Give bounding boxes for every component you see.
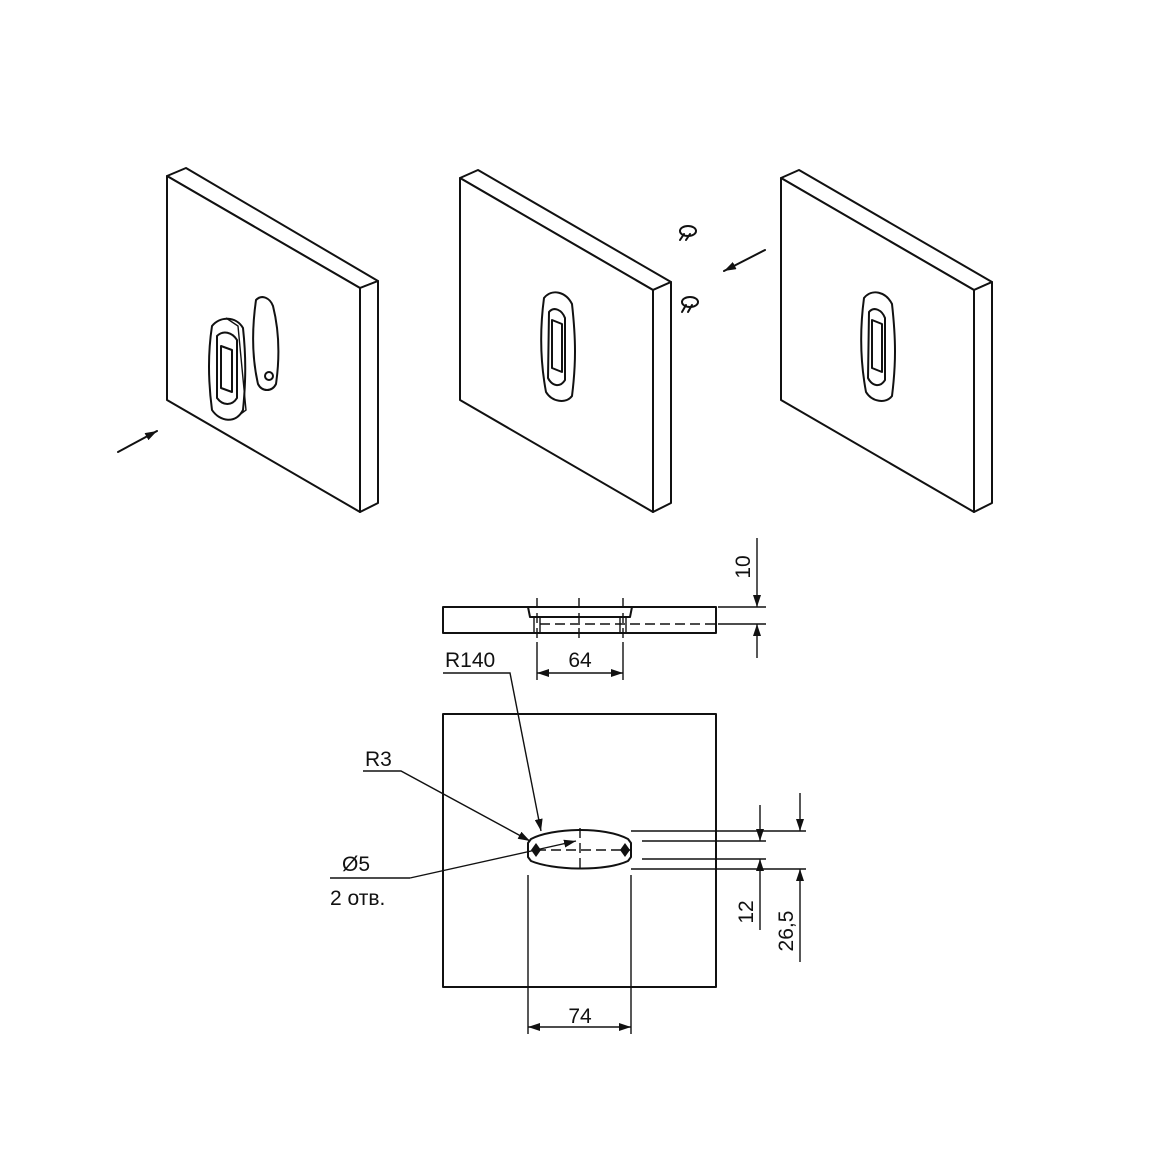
step1-panel — [166, 167, 379, 513]
screw-icon — [679, 225, 697, 241]
dimension-height-large: 26,5 — [775, 793, 804, 962]
dimension-cutout-width: 74 — [528, 1005, 631, 1031]
dimension-radius-large: R140 — [443, 649, 543, 832]
step1-handle-cover — [252, 296, 280, 391]
dimension-height-small-label: 12 — [735, 900, 758, 923]
dimension-hole-diameter-label: Ø5 — [342, 853, 370, 876]
step1-handle-cup — [208, 317, 247, 421]
dimension-hole-diameter: Ø5 2 отв. — [330, 839, 577, 910]
step3-handle — [860, 291, 896, 402]
screw-icon — [681, 296, 699, 313]
dimension-hole-count-label: 2 отв. — [330, 887, 385, 910]
dimension-cutout-width-label: 74 — [568, 1005, 592, 1028]
dimension-thickness-label: 10 — [732, 555, 755, 578]
dimension-radius-small-label: R3 — [365, 748, 392, 771]
dimension-radius-large-label: R140 — [445, 649, 495, 672]
dimension-height-small: 12 — [735, 805, 764, 930]
side-section-view — [442, 598, 717, 642]
step2-handle — [540, 291, 576, 402]
dimension-thickness: 10 — [718, 538, 766, 658]
screw-arrow — [723, 249, 766, 272]
step3-panel — [780, 169, 993, 513]
front-view — [442, 713, 806, 1034]
dimension-hole-spacing: 64 — [536, 642, 624, 680]
dimension-height-large-label: 26,5 — [775, 911, 798, 952]
dimension-hole-spacing-label: 64 — [568, 649, 592, 672]
dimension-radius-small: R3 — [363, 748, 531, 842]
step2-panel — [459, 169, 672, 513]
insert-arrow — [117, 430, 158, 453]
